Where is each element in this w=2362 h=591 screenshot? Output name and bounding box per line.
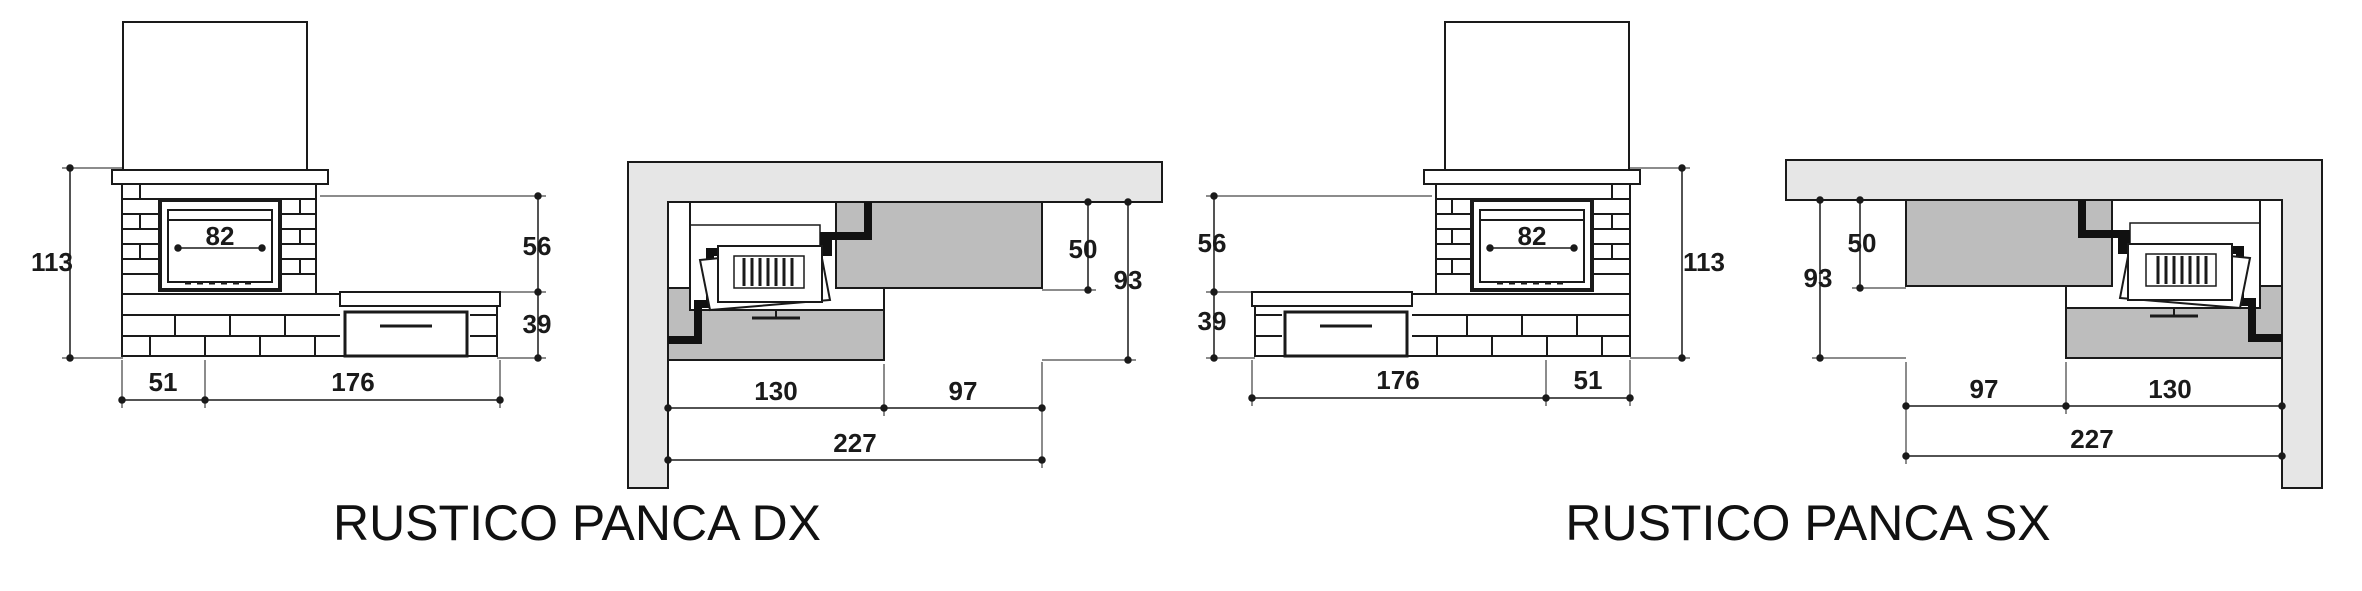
dx-dim-bench-plan-width: 97	[949, 376, 978, 406]
sx-drawer	[1283, 310, 1409, 358]
dx-drawer	[343, 310, 469, 358]
dx-dim-bench-depth: 50	[1069, 234, 1098, 264]
dx-dim-firebox-width: 82	[206, 221, 235, 251]
sx-dim-fire-width: 130	[2148, 374, 2191, 404]
dx-bench-top	[339, 291, 501, 307]
sx-front-view: 82 56 39 113 176 51	[1198, 21, 1725, 406]
sx-firebox-plan	[2118, 243, 2252, 318]
dx-wall	[627, 161, 1163, 489]
sx-dim-upper-height: 56	[1198, 228, 1227, 258]
dx-caption: RUSTICO PANCA DX	[333, 495, 821, 551]
dx-dim-side-width: 51	[149, 367, 178, 397]
sx-dim-bench-width: 176	[1376, 365, 1419, 395]
dx-firebox-plan	[698, 245, 832, 320]
dx-dim-total-width: 227	[833, 428, 876, 458]
sx-caption: RUSTICO PANCA SX	[1565, 495, 2050, 551]
dx-chimney	[122, 21, 308, 171]
sx-dim-total-depth: 93	[1804, 263, 1833, 293]
sx-dim-side-width: 51	[1574, 365, 1603, 395]
sx-dim-bench-plan-width: 97	[1970, 374, 1999, 404]
dx-dim-fire-width: 130	[754, 376, 797, 406]
sx-dim-total-width: 227	[2070, 424, 2113, 454]
sx-bench-top	[1251, 291, 1413, 307]
dx-brick-pattern	[122, 184, 316, 275]
sx-dim-bench-height: 39	[1198, 306, 1227, 336]
sx-wall	[1785, 159, 2323, 489]
sx-mantel	[1423, 169, 1641, 185]
dx-plan-view: 50 93 130 97 227	[627, 161, 1163, 489]
sx-dim-total-height: 113	[1683, 247, 1725, 277]
dx-dim-upper-height: 56	[523, 231, 552, 261]
sx-dim-bench-depth: 50	[1848, 228, 1877, 258]
dx-dim-total-depth: 93	[1114, 265, 1143, 295]
dx-dim-bench-width: 176	[331, 367, 374, 397]
dx-front-view: 82 113 56 39	[31, 21, 552, 408]
dx-dim-bench-height: 39	[523, 309, 552, 339]
sx-dim-firebox-width: 82	[1518, 221, 1547, 251]
sx-chimney	[1444, 21, 1630, 171]
dx-mantel	[111, 169, 329, 185]
sx-plan-view: 50 93 97 130 227	[1785, 159, 2323, 489]
dx-dim-total-height: 113	[31, 247, 73, 277]
